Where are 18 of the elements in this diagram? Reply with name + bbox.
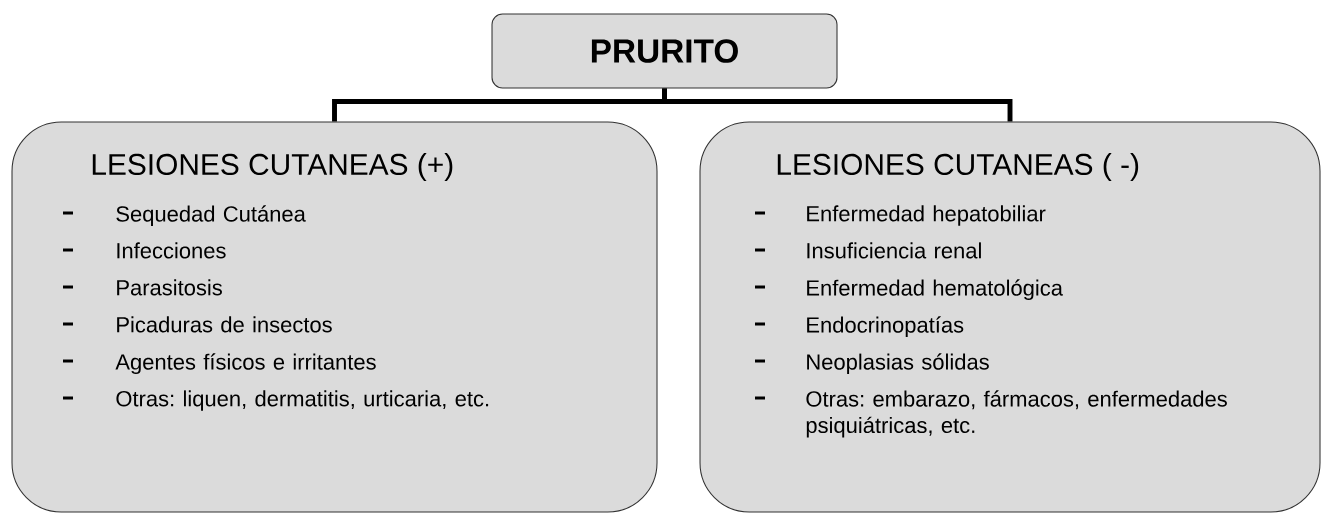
list-item: Enfermedad hematológica <box>807 279 1063 301</box>
list-item: Enfermedad hepatobiliar <box>807 205 1046 226</box>
category-box <box>699 121 1321 513</box>
category-box <box>11 121 658 513</box>
heading: LESIONES CUTANEAS ( -) <box>777 153 1139 181</box>
list-item: Endocrinopatías <box>807 316 964 338</box>
heading: LESIONES CUTANEAS (+) <box>92 153 453 181</box>
list-item: Sequedad Cutánea <box>116 205 306 227</box>
list-item: Parasitosis <box>117 279 222 296</box>
list-item: Otras: liquen, dermatitis, urticaria, etc. <box>116 390 489 411</box>
list-item: Insuficiencia renal <box>807 242 981 259</box>
list-item: Neoplasias sólidas <box>807 353 989 375</box>
list-item: Agentes físicos e irritantes <box>115 353 376 375</box>
list-item: Otras: embarazo, fármacos, enfermedades psiquiátricas, etc. <box>806 390 1227 438</box>
list-item: Infecciones <box>117 242 226 259</box>
list-item: Picaduras de insectos <box>117 316 332 333</box>
title-box: PRURITO <box>491 13 838 89</box>
connector-line <box>662 88 1013 122</box>
